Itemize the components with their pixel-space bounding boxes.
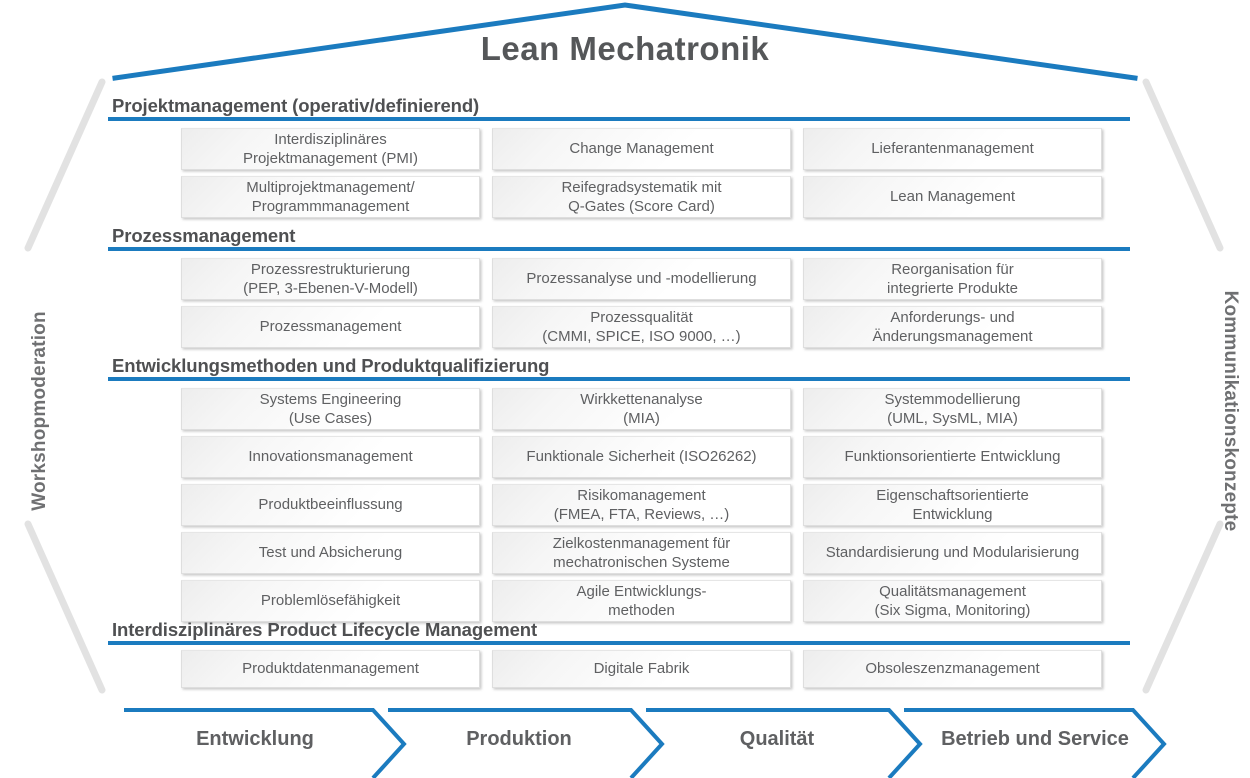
method-cell[interactable]: Produktbeeinflussung <box>181 484 480 526</box>
section-underline <box>108 377 1130 382</box>
section-underline <box>108 247 1130 252</box>
section-plm: Interdisziplinäres Product Lifecycle Man… <box>108 619 1130 646</box>
method-cell[interactable]: Prozessanalyse und -modellierung <box>492 258 791 300</box>
section-grid-entwicklungsmethoden: Systems Engineering(Use Cases) Wirkkette… <box>181 388 1102 622</box>
method-cell[interactable]: Produktdatenmanagement <box>181 650 480 688</box>
section-title: Interdisziplinäres Product Lifecycle Man… <box>112 619 538 640</box>
process-step-label: Produktion <box>466 728 572 750</box>
section-title: Projektmanagement (operativ/definierend) <box>112 95 480 116</box>
method-cell[interactable]: Test und Absicherung <box>181 532 480 574</box>
method-cell[interactable]: Systemmodellierung(UML, SysML, MIA) <box>803 388 1102 430</box>
method-cell[interactable]: Prozessrestrukturierung(PEP, 3-Ebenen-V-… <box>181 258 480 300</box>
method-cell[interactable]: Obsoleszenzmanagement <box>803 650 1102 688</box>
section-projektmanagement: Projektmanagement (operativ/definierend) <box>108 95 1130 122</box>
right-pillar-upper-line <box>1142 78 1224 252</box>
page-title: Lean Mechatronik <box>480 30 770 67</box>
method-cell[interactable]: Problemlösefähigkeit <box>181 580 480 622</box>
section-underline <box>108 117 1130 122</box>
method-cell[interactable]: Standardisierung und Modularisierung <box>803 532 1102 574</box>
right-pillar-lower-line <box>1142 520 1224 694</box>
section-entwicklungsmethoden: Entwicklungsmethoden und Produktqualifiz… <box>108 355 1130 382</box>
right-pillar-label: Kommunikationskonzepte <box>1220 290 1241 532</box>
left-pillar-upper-line <box>24 78 106 252</box>
section-prozessmanagement: Prozessmanagement <box>108 225 1130 252</box>
method-cell[interactable]: Prozessqualität(CMMI, SPICE, ISO 9000, …… <box>492 306 791 348</box>
method-cell[interactable]: Change Management <box>492 128 791 170</box>
section-grid-plm: Produktdatenmanagement Digitale Fabrik O… <box>181 650 1102 688</box>
method-cell[interactable]: Lieferantenmanagement <box>803 128 1102 170</box>
method-cell[interactable]: Funktionale Sicherheit (ISO26262) <box>492 436 791 478</box>
method-cell[interactable]: Agile Entwicklungs-methoden <box>492 580 791 622</box>
process-step-label: Betrieb und Service <box>941 728 1129 750</box>
left-pillar-label: Workshopmoderation <box>29 311 50 511</box>
process-step-label: Qualität <box>739 728 815 750</box>
section-underline <box>108 641 1130 646</box>
section-grid-prozessmanagement: Prozessrestrukturierung(PEP, 3-Ebenen-V-… <box>181 258 1102 348</box>
method-cell[interactable]: Lean Management <box>803 176 1102 218</box>
method-cell[interactable]: Digitale Fabrik <box>492 650 791 688</box>
method-cell[interactable]: Risikomanagement(FMEA, FTA, Reviews, …) <box>492 484 791 526</box>
method-cell[interactable]: Systems Engineering(Use Cases) <box>181 388 480 430</box>
process-step-label: Entwicklung <box>196 728 314 750</box>
method-cell[interactable]: Qualitätsmanagement(Six Sigma, Monitorin… <box>803 580 1102 622</box>
method-cell[interactable]: Funktionsorientierte Entwicklung <box>803 436 1102 478</box>
method-cell[interactable]: Innovationsmanagement <box>181 436 480 478</box>
section-title: Prozessmanagement <box>112 225 296 246</box>
method-cell[interactable]: Multiprojektmanagement/Programmmanagemen… <box>181 176 480 218</box>
method-cell[interactable]: Wirkkettenanalyse(MIA) <box>492 388 791 430</box>
method-cell[interactable]: Prozessmanagement <box>181 306 480 348</box>
section-title: Entwicklungsmethoden und Produktqualifiz… <box>112 355 550 376</box>
